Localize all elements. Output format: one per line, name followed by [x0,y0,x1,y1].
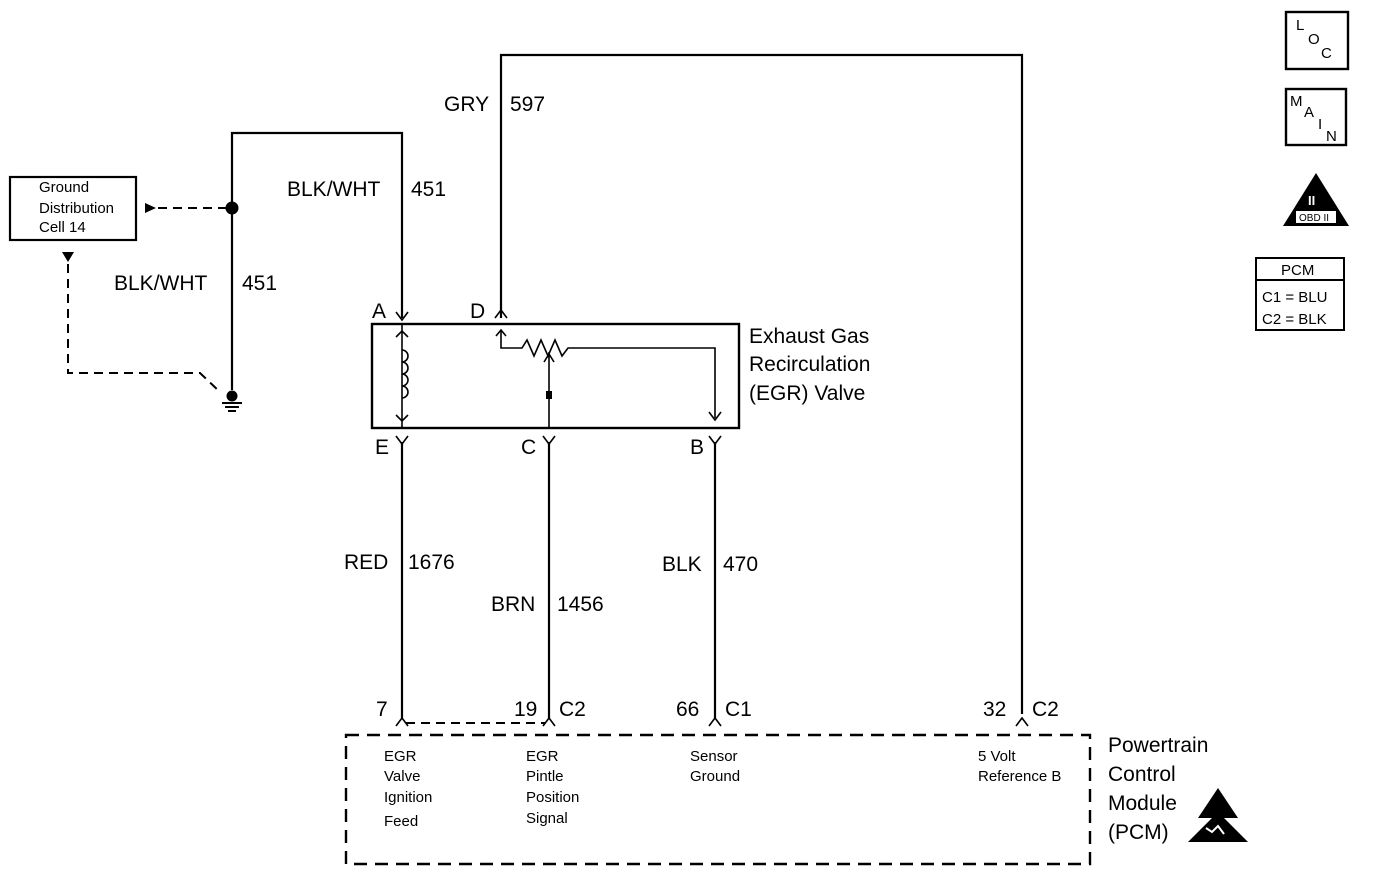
egr-title-line1: Exhaust Gas [749,325,869,348]
main-letter-a: A [1304,104,1314,121]
pcm-connector-table: PCM C1 = BLU C2 = BLK [1255,257,1345,331]
pcm-pin-mark [542,716,556,727]
wire-color-label: BLK/WHT [114,272,208,295]
pcm-pin-mark [1015,716,1029,727]
wire-color-label: BLK [662,553,702,576]
wire-circuit-label: 451 [242,272,277,295]
pcm-connector-label: C1 [725,698,752,721]
pcm-title-line4: (PCM) [1108,821,1169,844]
pcm-function-text: Valve [384,768,420,785]
pcm-title-line3: Module [1108,792,1177,815]
pcm-title-line2: Control [1108,763,1176,786]
arrow-connector-icon [62,252,74,262]
egr-title-line3: (EGR) Valve [749,382,865,405]
pcm-function-text: Position [526,789,579,806]
pcm-function-text: EGR [526,748,559,765]
pcm-function-text: Signal [526,810,568,827]
ground-wire[interactable] [230,131,404,390]
main-letter-m: M [1290,93,1303,110]
main-icon[interactable]: M A I N [1284,87,1348,147]
obd-numeral: II [1308,193,1315,208]
wiper-arrow-icon [543,352,555,363]
obd-text: OBD II [1299,213,1329,224]
pcm-table-header: PCM [1281,262,1314,279]
pcm-title-line1: Powertrain [1108,734,1208,757]
pcm-function-text: Ignition [384,789,432,806]
connector-a-mark [395,311,409,322]
loc-letter-l: L [1296,17,1304,34]
solenoid-coil-icon [401,349,409,399]
obd-triangle-icon[interactable]: II OBD II [1283,173,1349,226]
pcm-pin-mark [708,716,722,727]
wiper-marker [546,391,552,399]
wire-circuit-label: 597 [510,93,545,116]
wire-color-label: BLK/WHT [287,178,381,201]
loc-icon[interactable]: L O C [1284,10,1350,71]
gry-wire[interactable] [499,53,1024,714]
pcm-function-text: Sensor [690,748,738,765]
pcm-pin-number: 19 [514,698,537,721]
ground-distribution-box[interactable]: Ground Distribution Cell 14 [8,175,138,242]
pin-b-label: B [690,436,704,459]
pin-a-label: A [372,300,386,323]
egr-title-line2: Recirculation [749,353,870,376]
ground-box-line1: Ground [39,179,89,196]
pcm-table-row1: C1 = BLU [1262,289,1327,306]
connector-d-mark [494,308,508,319]
loc-letter-o: O [1308,31,1320,48]
pcm-function-text: EGR [384,748,417,765]
wire-circuit-label: 1676 [408,551,455,574]
arrow-connector-icon [145,203,156,213]
pcm-function-text: Pintle [526,768,564,785]
wire-circuit-label: 470 [723,553,758,576]
wire-circuit-label: 1456 [557,593,604,616]
pcm-function-text: Ground [690,768,740,785]
wire-circuit-label: 451 [411,178,446,201]
main-letter-n: N [1326,128,1337,145]
ground-box-line2: Distribution [39,200,114,217]
pin-d-label: D [470,300,485,323]
wire-color-label: BRN [491,593,535,616]
pcm-pin-number: 7 [376,698,388,721]
splice-dot [225,201,239,215]
pcm-connector-label: C2 [1032,698,1059,721]
wire-color-label: GRY [444,93,489,116]
wire-color-label: RED [344,551,388,574]
pcm-table-row2: C2 = BLK [1262,311,1327,328]
pot-arrow-down [708,411,722,422]
pcm-connector-label: C2 [559,698,586,721]
ground-box-line3: Cell 14 [39,219,86,236]
pcm-function-text: Reference B [978,768,1061,785]
pcm-pin-number: 32 [983,698,1006,721]
pcm-function-text: Feed [384,813,418,830]
pcm-box[interactable] [344,733,1092,866]
ground-symbol-icon [222,390,242,412]
solenoid-arrow-up [395,329,409,338]
pin-e-label: E [375,436,389,459]
potentiometer-icon [500,330,716,418]
main-letter-i: I [1318,116,1322,133]
loc-letter-c: C [1321,45,1332,62]
pcm-pin-number: 66 [676,698,699,721]
pin-c-label: C [521,436,536,459]
solenoid-arrow-down [395,414,409,423]
pcm-pin-mark [395,716,409,727]
pcm-function-text: 5 Volt [978,748,1016,765]
esd-warning-icon [1188,788,1248,842]
pot-arrow-up [495,328,507,337]
